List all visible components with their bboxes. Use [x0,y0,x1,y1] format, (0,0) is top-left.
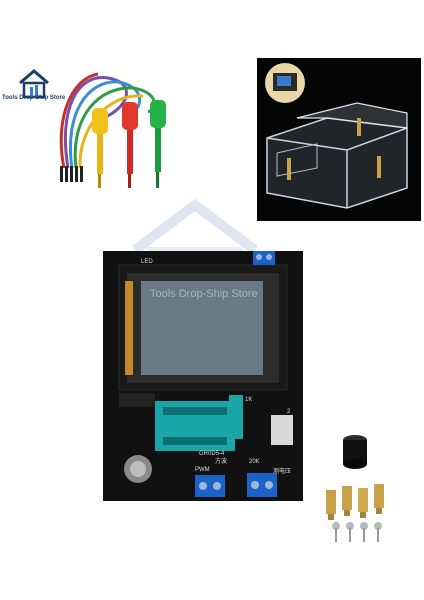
r1-label: 1K [245,397,252,403]
rotary-knob-cap [343,435,367,469]
wave-label: 方波 [215,457,227,465]
num-label: 2 [287,409,291,415]
volt-label: 测电压 [273,467,291,475]
led-label: LED [141,259,153,265]
acrylic-case-photo [257,58,421,221]
tester-pcb-board: LED PWM 方波 GR0D5-4 1K 20K 测电压 2 [103,251,303,501]
chip-label: GR0D5-4 [199,451,225,457]
test-clips-photo [59,72,166,188]
screws [332,522,382,542]
watermark-text: Tools Drop-Ship Store [150,288,258,300]
logo-text: Tools Drop-Ship Store [2,95,66,101]
r2-label: 20K [249,459,260,465]
acrylic-case-graphic [265,63,408,209]
pwm-label: PWM [195,467,210,473]
brass-standoffs [326,484,384,520]
store-logo-icon [19,69,49,99]
